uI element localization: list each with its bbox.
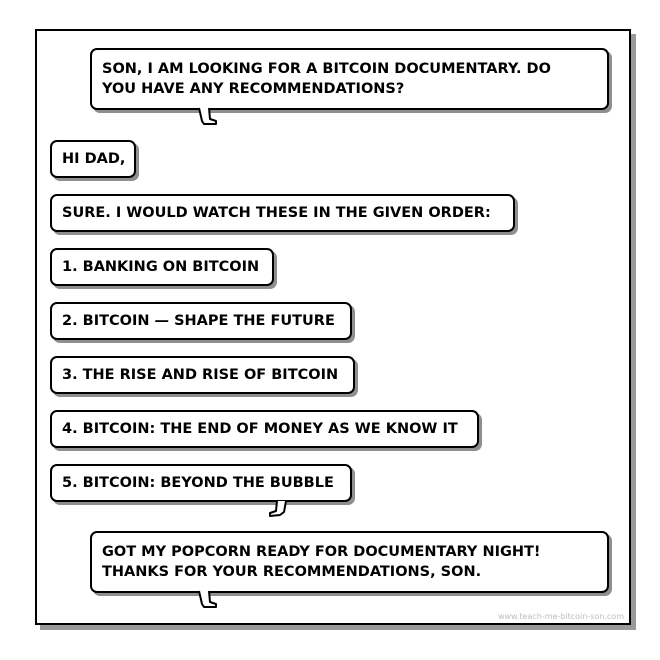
- dad-message-line-1: SON, I AM LOOKING FOR A BITCOIN DOCUMENT…: [102, 61, 551, 77]
- recommendation-bubble-4: 4. BITCOIN: THE END OF MONEY AS WE KNOW …: [50, 410, 479, 448]
- speech-tail-icon: [269, 500, 287, 517]
- recommendation-text: 5. BITCOIN: BEYOND THE BUBBLE: [62, 475, 334, 491]
- recommendation-text: 3. THE RISE AND RISE OF BITCOIN: [62, 367, 339, 383]
- dad-reply-line-2: THANKS FOR YOUR RECOMMENDATIONS, SON.: [102, 564, 482, 580]
- son-speech-bubble-intro: SURE. I WOULD WATCH THESE IN THE GIVEN O…: [50, 194, 515, 232]
- speech-tail-icon: [198, 107, 217, 125]
- recommendation-bubble-3: 3. THE RISE AND RISE OF BITCOIN: [50, 356, 355, 394]
- dad-speech-bubble-top: SON, I AM LOOKING FOR A BITCOIN DOCUMENT…: [90, 48, 609, 110]
- speech-tail-icon: [198, 590, 217, 608]
- recommendation-bubble-2: 2. BITCOIN — SHAPE THE FUTURE: [50, 302, 352, 340]
- recommendation-text: 4. BITCOIN: THE END OF MONEY AS WE KNOW …: [62, 421, 458, 437]
- dad-reply-line-1: GOT MY POPCORN READY FOR DOCUMENTARY NIG…: [102, 544, 541, 560]
- recommendation-bubble-1: 1. BANKING ON BITCOIN: [50, 248, 274, 286]
- watermark-url: www.teach-me-bitcoin-son.com: [497, 612, 624, 621]
- son-intro-text: SURE. I WOULD WATCH THESE IN THE GIVEN O…: [62, 205, 491, 221]
- son-greeting-text: HI DAD,: [62, 151, 126, 167]
- dad-message-line-2: YOU HAVE ANY RECOMMENDATIONS?: [102, 81, 405, 97]
- recommendation-text: 1. BANKING ON BITCOIN: [62, 259, 260, 275]
- recommendation-text: 2. BITCOIN — SHAPE THE FUTURE: [62, 313, 335, 329]
- son-speech-bubble-greeting: HI DAD,: [50, 140, 136, 178]
- recommendation-bubble-5: 5. BITCOIN: BEYOND THE BUBBLE: [50, 464, 352, 502]
- dad-speech-bubble-bottom: GOT MY POPCORN READY FOR DOCUMENTARY NIG…: [90, 531, 609, 593]
